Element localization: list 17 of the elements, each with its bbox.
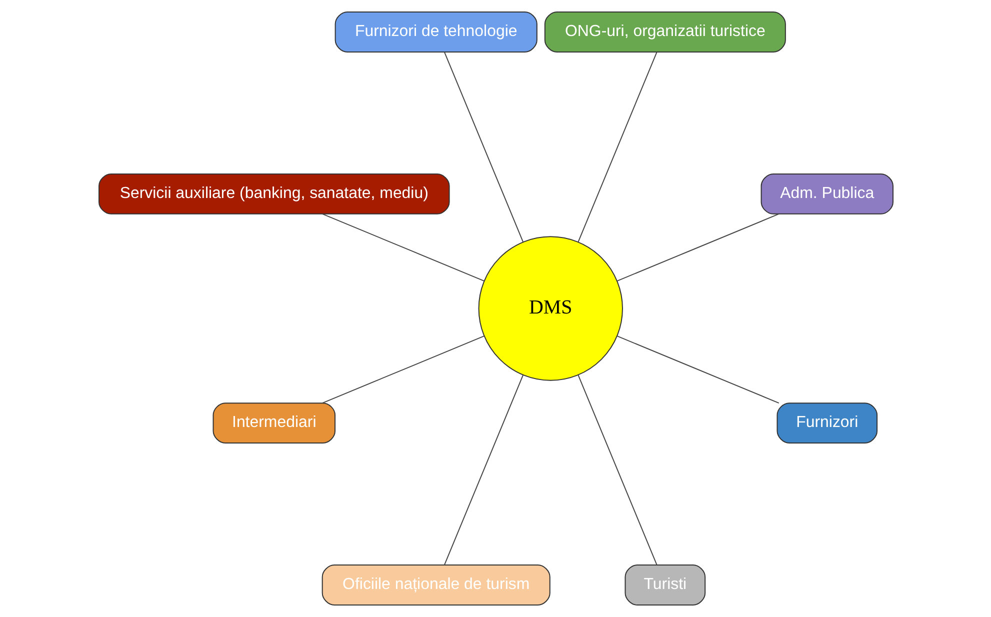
node-box: Furnizori [776, 402, 878, 444]
connector [577, 52, 657, 242]
node-box: Intermediari [212, 402, 336, 444]
connector [443, 52, 524, 242]
connector [321, 336, 484, 404]
connector [577, 374, 657, 566]
node-box: Furnizori de tehnologie [334, 12, 537, 52]
node-box: Adm. Publica [760, 174, 893, 214]
node-circle: DMS [478, 236, 622, 381]
node-box: Servicii auxiliare (banking, sanatate, mediu) [98, 174, 450, 214]
connector [616, 336, 779, 404]
node-box: ONG-uri, organizatii turistice [544, 12, 786, 52]
node-box: Oficiile naționale de turism [321, 564, 550, 606]
connector [321, 213, 484, 282]
node-box: Turisti [624, 564, 706, 606]
connector [443, 374, 524, 566]
connector [616, 213, 779, 282]
